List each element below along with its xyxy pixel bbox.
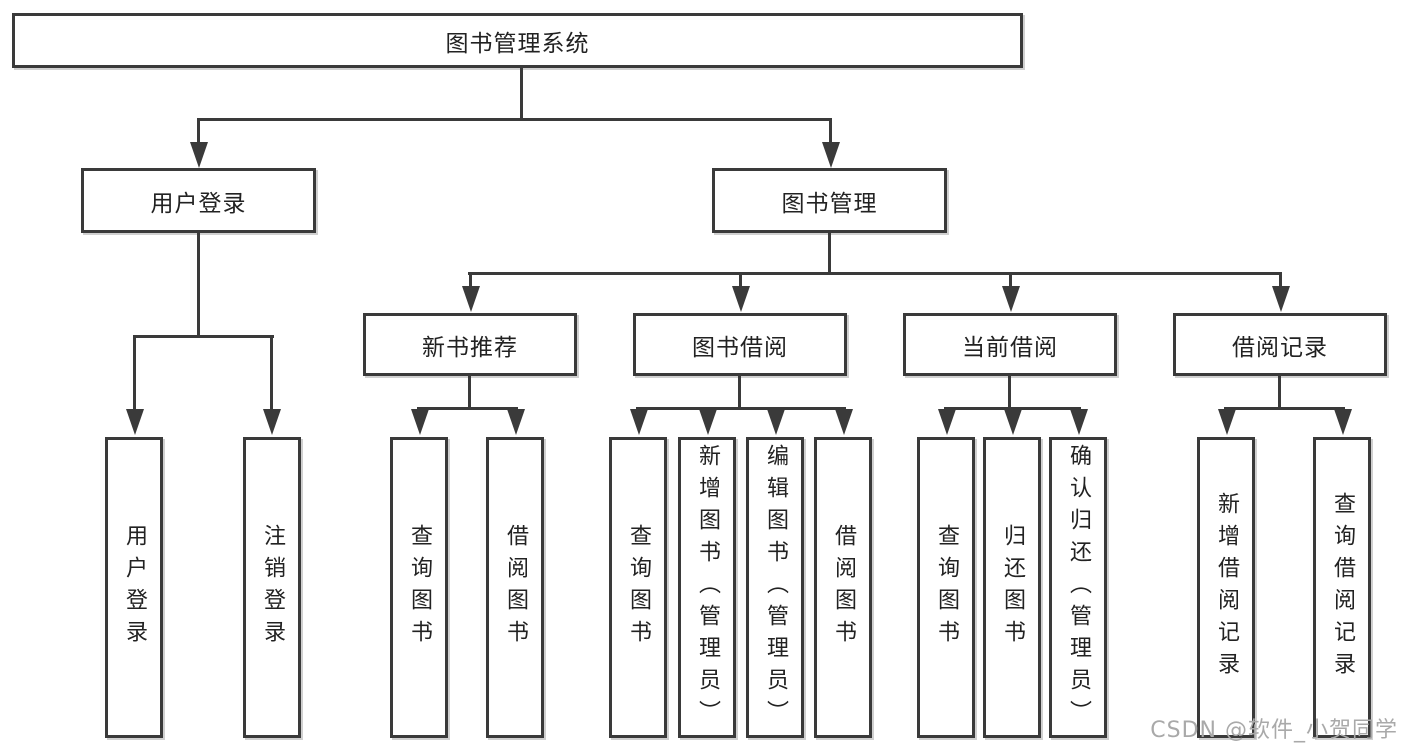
node-label: 新书推荐 [422, 334, 518, 361]
leaf-label: 查询图书 [626, 523, 651, 652]
leaf-edit-books-admin: 编辑图书（管理员） [746, 437, 804, 738]
connector-arrow [1009, 274, 1012, 286]
connector-line [417, 407, 518, 410]
connector-arrow [469, 274, 472, 286]
node-new-book-recommend: 新书推荐 [363, 313, 577, 376]
connector-line [468, 374, 471, 409]
leaf-query-books-borrowing: 查询图书 [609, 437, 667, 738]
node-label: 借阅记录 [1232, 334, 1328, 361]
connector-line [1278, 374, 1281, 409]
connector-line [468, 272, 1282, 275]
connector-arrow [1225, 407, 1228, 409]
leaf-label: 确认归还（管理员） [1066, 443, 1091, 732]
connector-arrow [774, 407, 777, 409]
connector-arrow [270, 337, 273, 409]
connector-arrow [197, 120, 200, 142]
leaf-add-books-admin: 新增图书（管理员） [678, 437, 736, 738]
connector-arrow [418, 407, 421, 409]
leaf-label: 查询借阅记录 [1330, 491, 1355, 684]
connector-line [197, 231, 200, 337]
node-book-management: 图书管理 [712, 168, 947, 233]
connector-arrow [1279, 274, 1282, 286]
node-library-management-system: 图书管理系统 [12, 13, 1023, 68]
node-label: 图书管理系统 [445, 30, 590, 57]
leaf-query-borrow-record: 查询借阅记录 [1313, 437, 1371, 738]
node-label: 当前借阅 [962, 334, 1058, 361]
leaf-query-books-recommend: 查询图书 [390, 437, 448, 738]
connector-line [1008, 374, 1011, 409]
leaf-label: 新增图书（管理员） [695, 443, 720, 732]
node-user-login: 用户登录 [81, 168, 316, 233]
leaf-label: 编辑图书（管理员） [763, 443, 788, 732]
leaf-label: 借阅图书 [503, 523, 528, 652]
connector-arrow [1077, 407, 1080, 409]
watermark: CSDN @软件_小贺同学 [1150, 718, 1398, 743]
leaf-logout: 注销登录 [243, 437, 301, 738]
leaf-label: 查询图书 [934, 523, 959, 652]
leaf-query-books-current: 查询图书 [917, 437, 975, 738]
node-book-borrowing: 图书借阅 [633, 313, 847, 376]
node-label: 用户登录 [150, 190, 247, 217]
connector-line [197, 118, 832, 121]
leaf-label: 归还图书 [1000, 523, 1025, 652]
connector-arrow [706, 407, 709, 409]
node-borrow-records: 借阅记录 [1173, 313, 1387, 376]
connector-line [828, 231, 831, 274]
connector-line [133, 335, 274, 338]
leaf-label: 新增借阅记录 [1214, 491, 1239, 684]
connector-line [738, 374, 741, 409]
leaf-add-borrow-record: 新增借阅记录 [1197, 437, 1255, 738]
leaf-label: 借阅图书 [831, 523, 856, 652]
leaf-user-login: 用户登录 [105, 437, 163, 738]
leaf-return-books: 归还图书 [983, 437, 1041, 738]
connector-arrow [945, 407, 948, 409]
leaf-label: 查询图书 [407, 523, 432, 652]
connector-arrow [514, 407, 517, 409]
leaf-confirm-return-admin: 确认归还（管理员） [1049, 437, 1107, 738]
leaf-borrow-books-borrowing: 借阅图书 [814, 437, 872, 738]
node-label: 图书借阅 [692, 334, 788, 361]
connector-arrow [739, 274, 742, 286]
connector-line [636, 407, 846, 410]
connector-arrow [637, 407, 640, 409]
connector-arrow [842, 407, 845, 409]
node-current-borrowing: 当前借阅 [903, 313, 1117, 376]
node-label: 图书管理 [781, 190, 878, 217]
leaf-label: 注销登录 [260, 523, 285, 652]
connector-arrow [1341, 407, 1344, 409]
leaf-label: 用户登录 [122, 523, 147, 652]
connector-arrow [1011, 407, 1014, 409]
leaf-borrow-books-recommend: 借阅图书 [486, 437, 544, 738]
connector-arrow [829, 120, 832, 142]
connector-arrow [133, 337, 136, 409]
connector-line [1224, 407, 1345, 410]
connector-line [520, 68, 523, 120]
